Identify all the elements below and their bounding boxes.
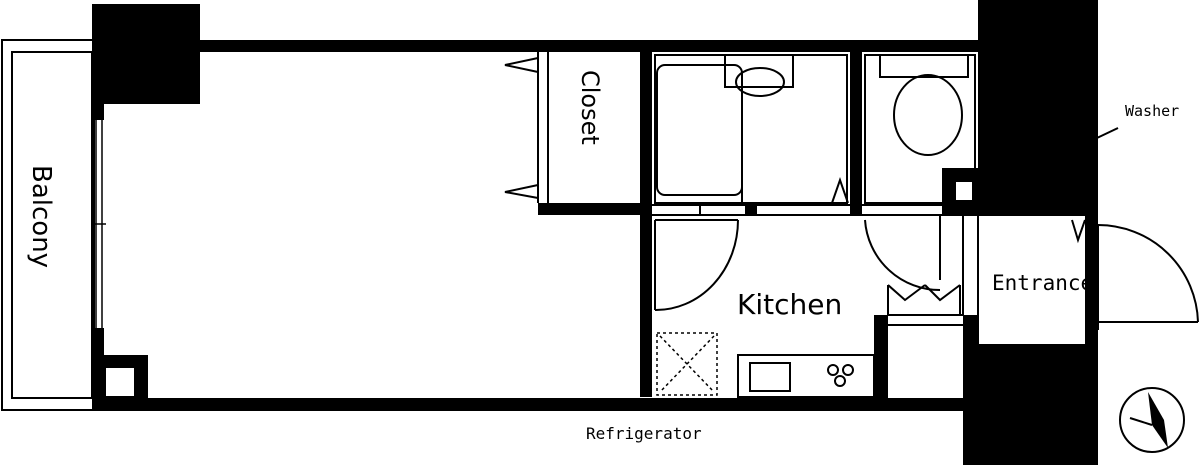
walls xyxy=(92,0,1098,465)
entrance-label: Entrance xyxy=(992,271,1093,295)
column-void xyxy=(106,368,134,396)
doors xyxy=(654,219,1199,330)
kitchen-label: Kitchen xyxy=(737,288,842,321)
balcony-label: Balcony xyxy=(26,165,56,268)
refrigerator-icon xyxy=(656,332,718,396)
closet xyxy=(504,52,549,203)
compass-icon xyxy=(1119,387,1185,453)
sink-icon xyxy=(735,67,785,97)
closet-label: Closet xyxy=(576,70,604,145)
toilet-room xyxy=(864,54,976,204)
bathroom xyxy=(654,54,849,204)
column-void xyxy=(956,182,972,200)
balcony xyxy=(1,39,95,411)
washer-label: Washer xyxy=(1125,102,1179,120)
stove-icon xyxy=(737,354,875,398)
partitions xyxy=(652,204,1085,346)
toilet-icon xyxy=(893,74,963,156)
window xyxy=(92,120,106,328)
washer-icon xyxy=(989,94,1119,194)
refrigerator-label: Refrigerator xyxy=(586,424,702,443)
